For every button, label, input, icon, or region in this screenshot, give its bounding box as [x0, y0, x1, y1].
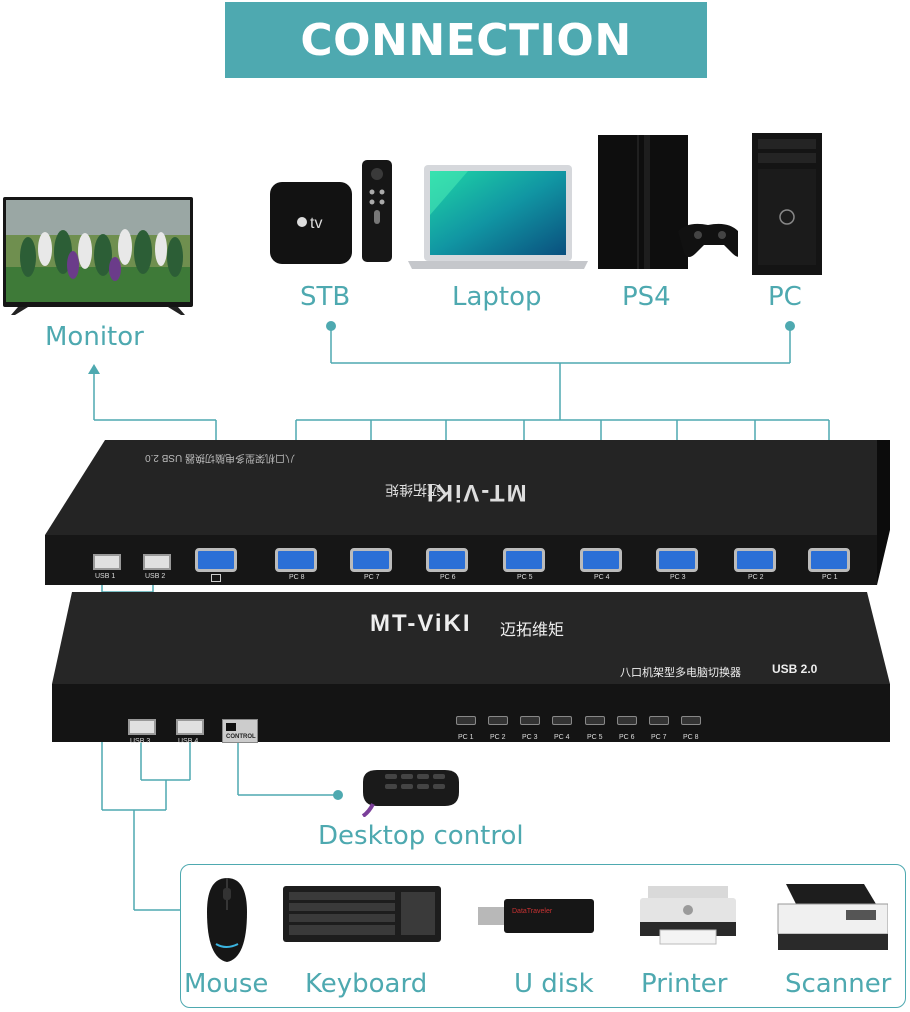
pc4-button-label: PC 4: [554, 734, 570, 741]
pc1-button-label: PC 1: [458, 734, 474, 741]
monitor-label: Monitor: [45, 322, 144, 352]
vga-port-pc6[interactable]: [426, 548, 468, 572]
keyboard-device: [283, 886, 441, 944]
pc5-button-label: PC 5: [587, 734, 603, 741]
vga-port-pc7[interactable]: [350, 548, 392, 572]
kvm-rear-body: [45, 440, 890, 585]
usb-port-3-label: USB 3: [130, 738, 151, 745]
front-brand-cn: 迈拓维矩: [500, 622, 565, 639]
pc8-button-label: PC 8: [683, 734, 699, 741]
udisk-device: DataTraveler: [478, 895, 598, 939]
pc1-button[interactable]: [456, 716, 476, 725]
laptop-graphic: [408, 165, 588, 269]
banner-title: CONNECTION: [300, 14, 632, 66]
stb-label: STB: [300, 282, 351, 312]
vga-port-pc5-label: PC 5: [517, 574, 533, 581]
desktop-control-graphic: [361, 770, 459, 818]
usb-port-2[interactable]: [143, 554, 171, 570]
mouse-device: [204, 874, 250, 966]
kvm-front-unit: MT-ViKI 迈拓维矩 八口机架型多电脑切换器 USB 2.0 USB 3 U…: [52, 592, 897, 754]
printer-label: Printer: [641, 969, 728, 999]
appletv-logo-text: tv: [310, 215, 322, 232]
pc6-button-label: PC 6: [619, 734, 635, 741]
rear-brand-cn: 迈拓维矩: [385, 482, 441, 498]
vga-monitor-port[interactable]: [195, 548, 237, 572]
stb-device: tv: [270, 158, 400, 266]
usb-port-3[interactable]: [128, 719, 156, 735]
usb-port-1-label: USB 1: [95, 573, 116, 580]
ps4-label: PS4: [622, 282, 671, 312]
laptop-device: [408, 165, 588, 271]
printer-device: [640, 880, 736, 952]
pc-label: PC: [768, 282, 802, 312]
control-port[interactable]: CONTROL: [222, 719, 258, 743]
pc5-button[interactable]: [585, 716, 605, 725]
udisk-brand-text: DataTraveler: [512, 908, 553, 915]
usb-port-2-label: USB 2: [145, 573, 166, 580]
pc8-button[interactable]: [681, 716, 701, 725]
vga-port-pc3-label: PC 3: [670, 574, 686, 581]
vga-port-pc4[interactable]: [580, 548, 622, 572]
desktop-control-device: [355, 762, 460, 818]
pc2-button-label: PC 2: [490, 734, 506, 741]
vga-port-pc2[interactable]: [734, 548, 776, 572]
mouse-graphic: [207, 878, 247, 962]
front-usb-label: USB 2.0: [772, 662, 818, 676]
pc-device: [752, 133, 824, 277]
usb-port-4-label: USB 4: [178, 738, 199, 745]
vga-port-pc1[interactable]: [808, 548, 850, 572]
vga-port-pc1-label: PC 1: [822, 574, 838, 581]
keyboard-graphic: [283, 886, 441, 942]
vga-port-pc5[interactable]: [503, 548, 545, 572]
kvm-rear-unit: MT-ViKI 迈拓维矩 八口机架型多电脑切换器 USB 2.0 USB 1 U…: [45, 440, 890, 590]
pc3-button-label: PC 3: [522, 734, 538, 741]
vga-port-pc6-label: PC 6: [440, 574, 456, 581]
pc-tower-graphic: [752, 133, 822, 275]
control-port-label: CONTROL: [226, 734, 256, 740]
monitor-graphic: [3, 197, 193, 315]
kvm-front-body: [52, 592, 890, 742]
scanner-graphic: [777, 884, 889, 950]
monitor: [3, 197, 193, 317]
pc4-button[interactable]: [552, 716, 572, 725]
pc7-button-label: PC 7: [651, 734, 667, 741]
laptop-label: Laptop: [452, 282, 542, 312]
scanner-device: [776, 880, 889, 956]
vga-port-pc4-label: PC 4: [594, 574, 610, 581]
mouse-label: Mouse: [184, 969, 269, 999]
usb-port-1[interactable]: [93, 554, 121, 570]
pc6-button[interactable]: [617, 716, 637, 725]
front-brand: MT-ViKI: [370, 610, 472, 637]
control-port-jack: [226, 723, 236, 731]
vga-port-pc8-label: PC 8: [289, 574, 305, 581]
usb-port-4[interactable]: [176, 719, 204, 735]
connection-banner: CONNECTION: [225, 2, 707, 78]
keyboard-label: Keyboard: [305, 969, 428, 999]
ps4-device: [598, 135, 744, 273]
udisk-graphic: DataTraveler: [478, 899, 594, 933]
front-subtitle: 八口机架型多电脑切换器: [620, 667, 741, 679]
monitor-port-icon: [211, 574, 221, 582]
vga-port-pc2-label: PC 2: [748, 574, 764, 581]
ps4-graphic: [598, 135, 744, 269]
pc3-button[interactable]: [520, 716, 540, 725]
vga-port-pc7-label: PC 7: [364, 574, 380, 581]
pc7-button[interactable]: [649, 716, 669, 725]
printer-graphic: [640, 886, 736, 945]
desktop-control-label: Desktop control: [318, 821, 524, 851]
pc2-button[interactable]: [488, 716, 508, 725]
vga-port-pc3[interactable]: [656, 548, 698, 572]
vga-port-pc8[interactable]: [275, 548, 317, 572]
scanner-label: Scanner: [785, 969, 892, 999]
appletv-graphic: tv: [270, 160, 392, 264]
udisk-label: U disk: [514, 969, 594, 999]
peripherals-box: [180, 864, 906, 1008]
rear-subtitle: 八口机架型多电脑切换器 USB 2.0: [145, 452, 296, 463]
